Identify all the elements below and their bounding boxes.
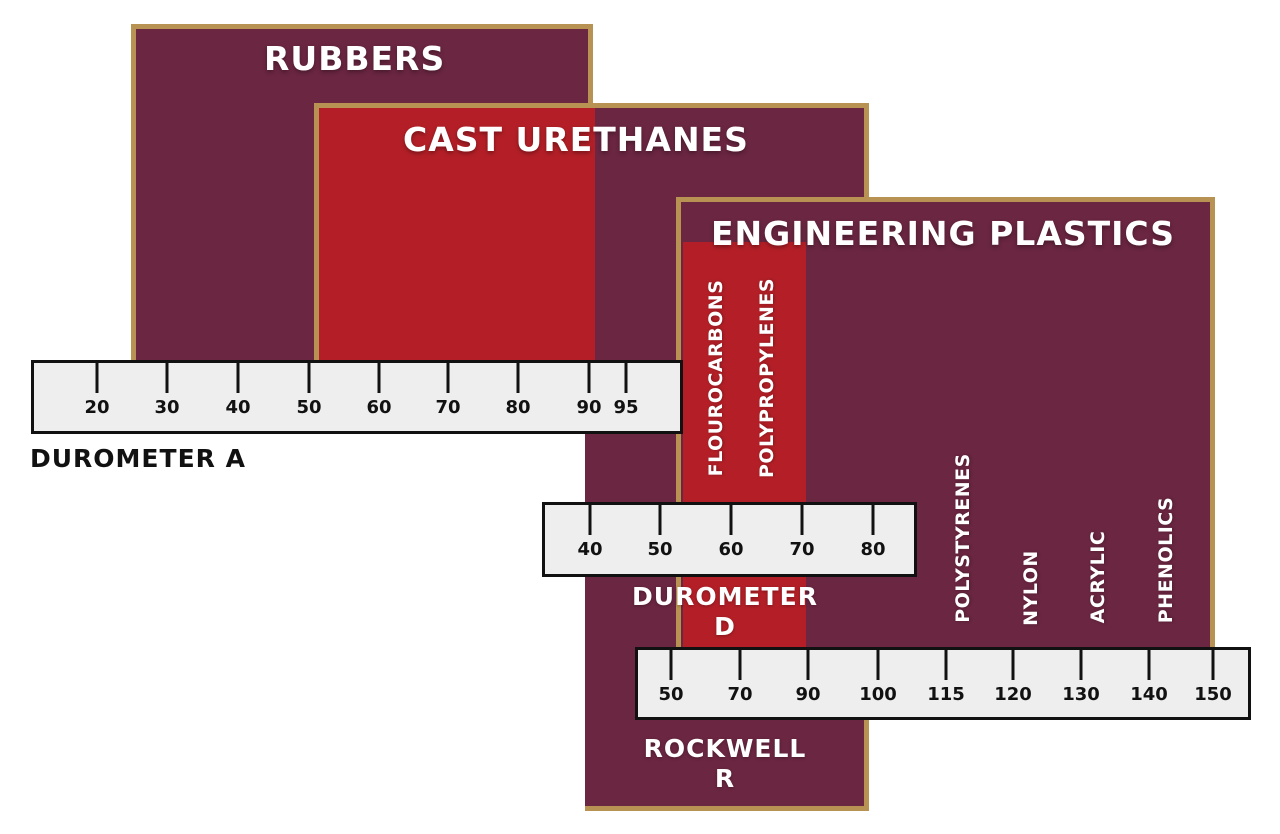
scale-tick	[624, 363, 628, 393]
scale-tick	[446, 363, 450, 393]
tick-label: 90	[576, 397, 602, 418]
tick-label: 80	[860, 539, 886, 560]
scale-tick	[944, 650, 948, 680]
tick-label: 50	[658, 684, 684, 705]
tick-label: 50	[296, 397, 322, 418]
scale-tick	[806, 650, 810, 680]
scale-tick	[876, 650, 880, 680]
tick-label: 120	[994, 684, 1032, 705]
scale-tick	[587, 363, 591, 393]
scale-tick	[1211, 650, 1215, 680]
tick-label: 30	[154, 397, 180, 418]
scale-tick	[729, 505, 733, 535]
scale-tick	[236, 363, 240, 393]
material-polypropylenes: POLYPROPYLENES	[756, 277, 778, 479]
scale-tick	[1079, 650, 1083, 680]
cast-urethanes-title: CAST URETHANES	[403, 120, 749, 159]
durometer-a-scale: 20 30 40 50 60 70 80 90 95	[31, 360, 683, 434]
tick-label: 60	[718, 539, 744, 560]
scale-tick	[165, 363, 169, 393]
durometer-a-title: DUROMETER A	[30, 444, 246, 473]
scale-tick	[658, 505, 662, 535]
material-acrylic: ACRYLIC	[1087, 530, 1109, 624]
tick-label: 40	[225, 397, 251, 418]
scale-tick	[307, 363, 311, 393]
scale-tick	[588, 505, 592, 535]
tick-label: 115	[927, 684, 965, 705]
scale-tick	[516, 363, 520, 393]
scale-tick	[871, 505, 875, 535]
scale-tick	[95, 363, 99, 393]
cast-urethanes-red-region	[319, 108, 595, 388]
material-flourocarbons: FLOUROCARBONS	[705, 279, 727, 477]
tick-label: 140	[1130, 684, 1168, 705]
engineering-plastics-red-band	[683, 242, 806, 662]
tick-label: 20	[84, 397, 110, 418]
tick-label: 40	[577, 539, 603, 560]
tick-label: 50	[647, 539, 673, 560]
rockwell-r-title-line2: R	[714, 764, 736, 793]
tick-label: 60	[366, 397, 392, 418]
material-polystyrenes: POLYSTYRENES	[952, 453, 974, 623]
tick-label: 70	[435, 397, 461, 418]
tick-label: 70	[727, 684, 753, 705]
tick-label: 100	[859, 684, 897, 705]
tick-label: 80	[505, 397, 531, 418]
scale-tick	[738, 650, 742, 680]
tick-label: 70	[789, 539, 815, 560]
scale-tick	[377, 363, 381, 393]
scale-tick	[800, 505, 804, 535]
scale-tick	[669, 650, 673, 680]
rockwell-r-title-line1: ROCKWELL	[643, 734, 807, 763]
tick-label: 95	[613, 397, 639, 418]
durometer-d-title: DUROMETER D	[600, 582, 850, 642]
durometer-d-title-line1: DUROMETER	[632, 582, 818, 611]
durometer-d-scale: 40 50 60 70 80	[542, 502, 917, 577]
rubbers-title: RUBBERS	[264, 39, 446, 78]
engineering-plastics-panel: ENGINEERING PLASTICS	[676, 197, 1215, 662]
rockwell-r-scale: 50 70 90 100 115 120 130 140 150	[635, 647, 1251, 720]
scale-tick	[1011, 650, 1015, 680]
scale-tick	[1147, 650, 1151, 680]
material-phenolics: PHENOLICS	[1155, 496, 1177, 624]
tick-label: 130	[1062, 684, 1100, 705]
durometer-d-title-line2: D	[714, 612, 736, 641]
tick-label: 90	[795, 684, 821, 705]
engineering-plastics-title: ENGINEERING PLASTICS	[711, 214, 1176, 253]
tick-label: 150	[1194, 684, 1232, 705]
rockwell-r-title: ROCKWELL R	[610, 734, 840, 794]
material-nylon: NYLON	[1020, 550, 1042, 626]
